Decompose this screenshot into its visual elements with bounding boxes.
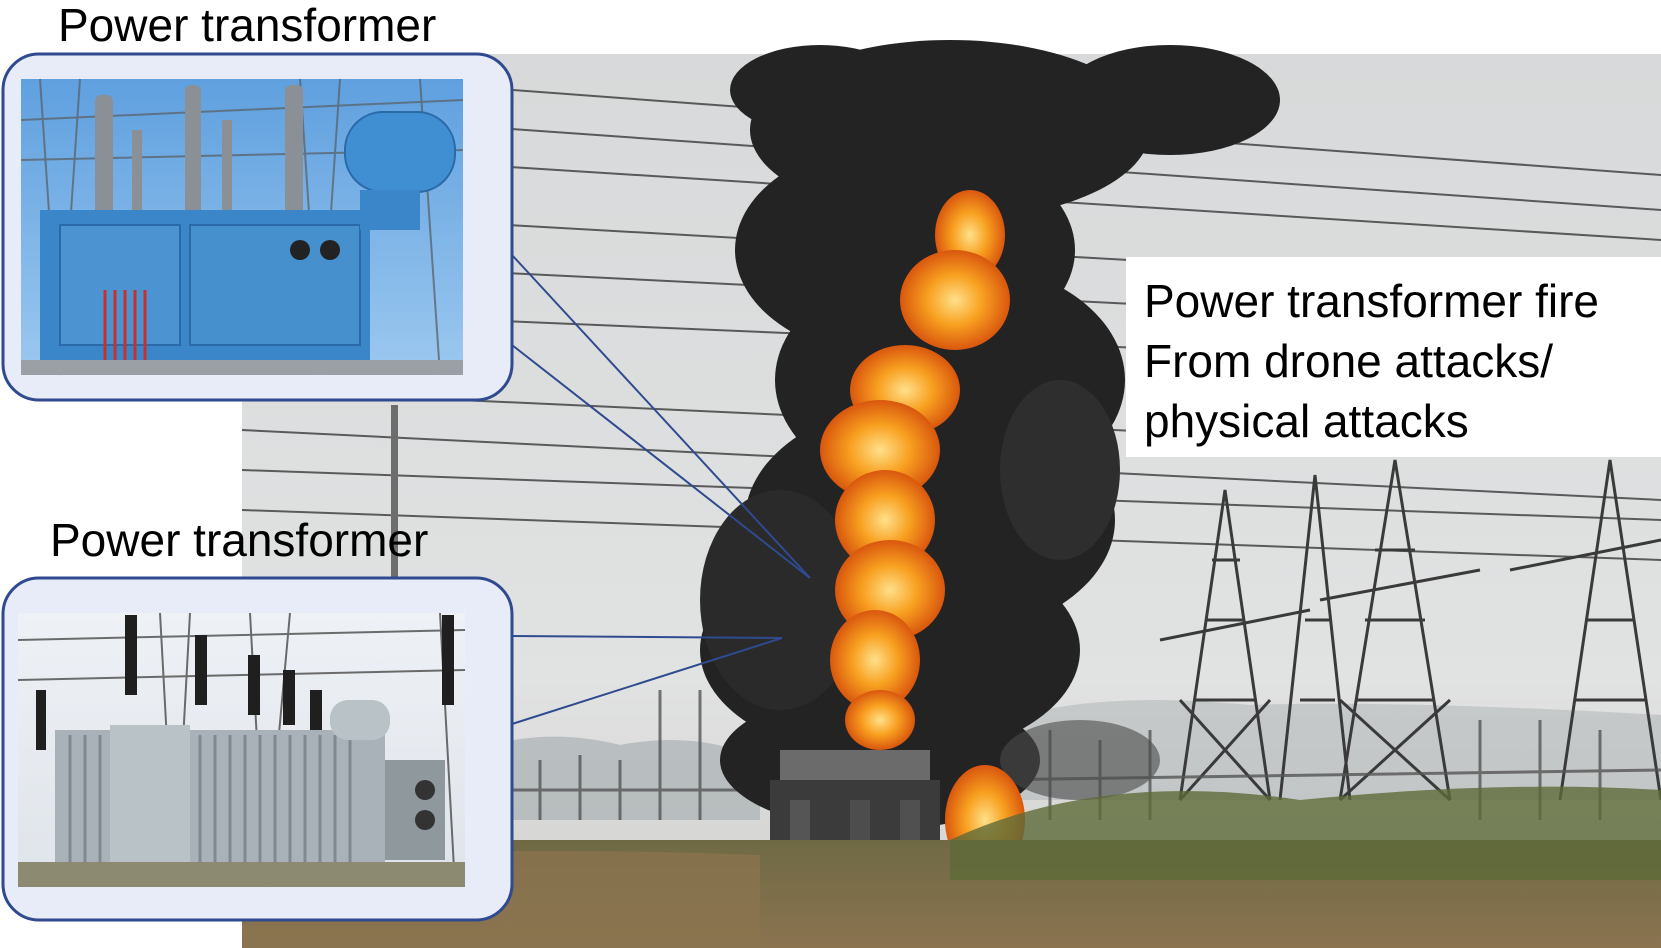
top-transformer-callout (1, 52, 514, 402)
blue-transformer-photo (20, 78, 464, 376)
flames (820, 190, 1025, 875)
bottom-transformer-callout (1, 576, 514, 922)
fire-caption-line-1: Power transformer fire (1144, 275, 1600, 327)
top-transformer-label: Power transformer (58, 0, 437, 51)
grey-transformer-photo (17, 612, 466, 888)
lattice-towers (1159, 459, 1661, 802)
fire-caption-line-2: From drone attacks/ (1144, 335, 1554, 387)
callout-connectors (511, 254, 811, 725)
fire-caption-box: Power transformer fire From drone attack… (1126, 257, 1661, 457)
bottom-transformer-label: Power transformer (50, 514, 429, 566)
fire-caption-line-3: physical attacks (1144, 395, 1469, 447)
